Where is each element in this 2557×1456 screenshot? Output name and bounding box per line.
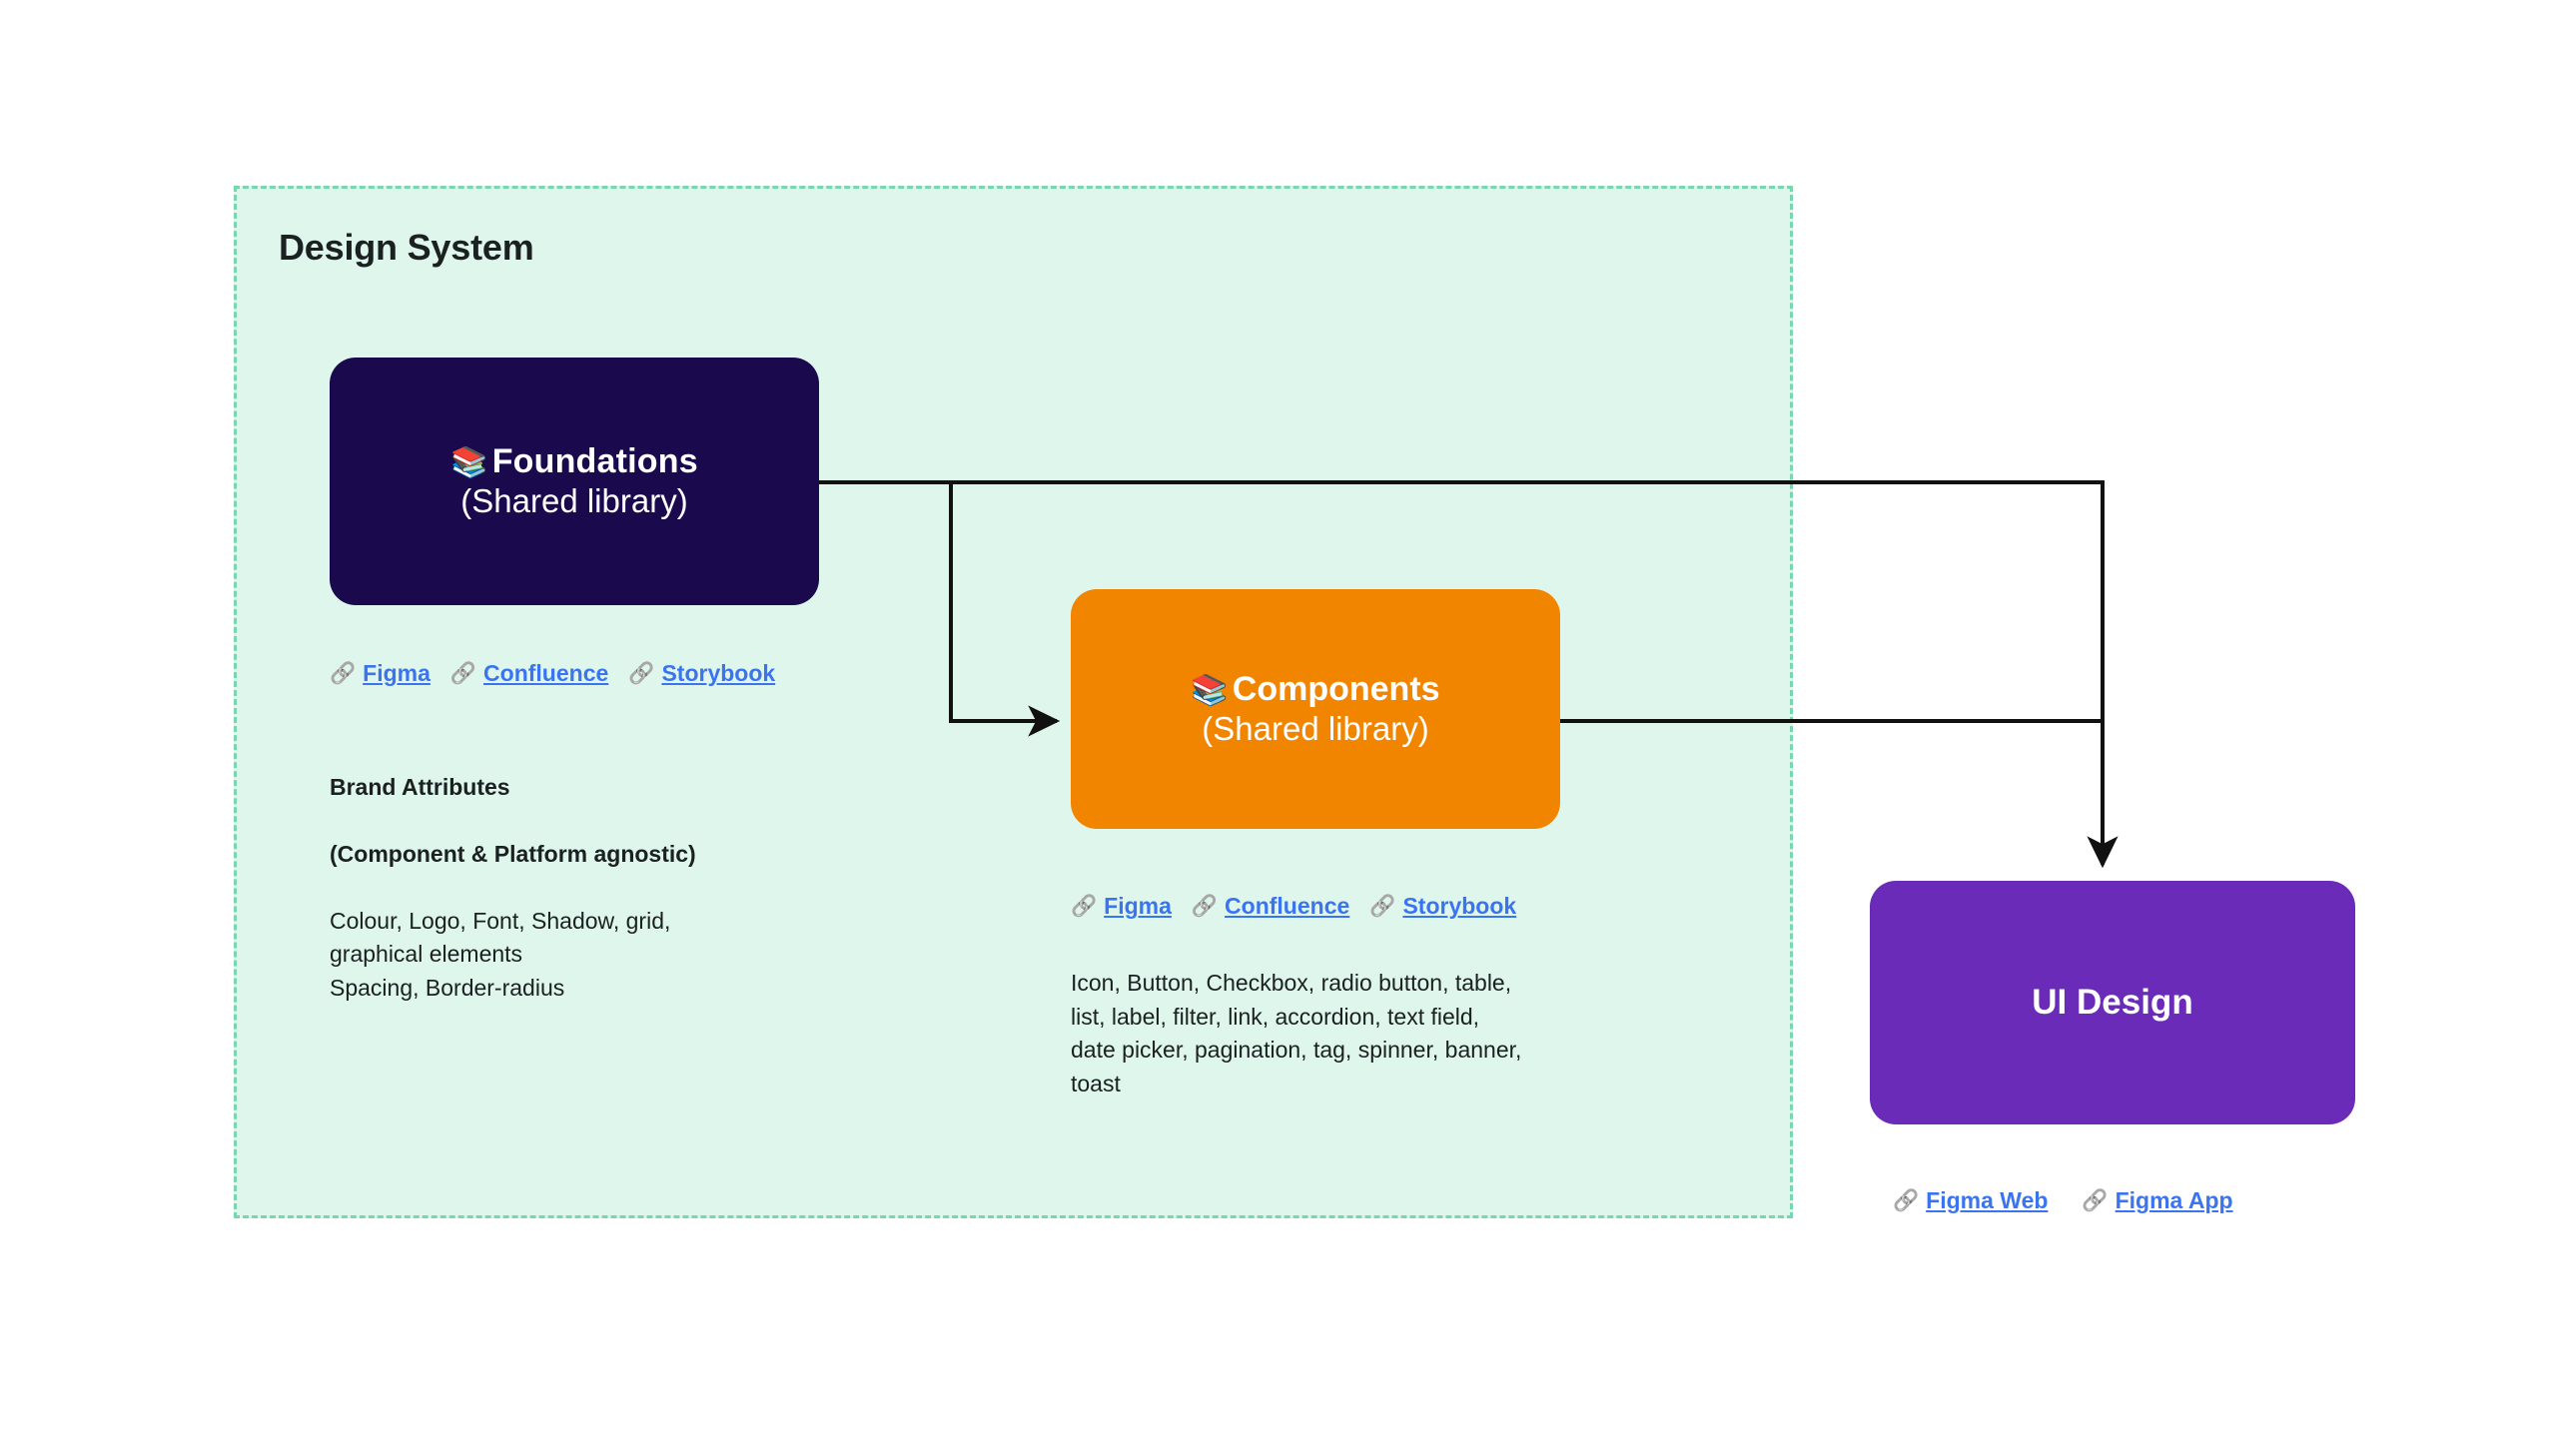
brand-attributes-subheading: (Component & Platform agnostic) [330, 840, 696, 867]
link-ui-design-figma-app[interactable]: 🔗 Figma App [2082, 1187, 2232, 1214]
link-icon: 🔗 [1191, 895, 1219, 918]
link-label: Figma [363, 660, 430, 686]
link-icon: 🔗 [330, 662, 357, 685]
link-icon: 🔗 [449, 662, 477, 685]
brand-attributes-body: Colour, Logo, Font, Shadow, grid, graphi… [330, 907, 671, 1001]
node-foundations[interactable]: 📚Foundations (Shared library) [330, 358, 819, 605]
link-foundations-confluence[interactable]: 🔗 Confluence [450, 660, 608, 687]
link-icon: 🔗 [2082, 1189, 2109, 1212]
node-foundations-title: 📚Foundations [450, 441, 698, 481]
link-label: Confluence [483, 660, 609, 686]
link-label: Storybook [1402, 893, 1517, 919]
node-components-subtitle: (Shared library) [1202, 710, 1429, 748]
components-links: 🔗 Figma 🔗 Confluence 🔗 Storybook [1071, 893, 1516, 920]
link-label: Figma App [2115, 1187, 2233, 1213]
node-ui-design[interactable]: UI Design [1870, 881, 2355, 1124]
brand-attributes-heading: Brand Attributes [330, 773, 510, 800]
link-components-storybook[interactable]: 🔗 Storybook [1369, 893, 1516, 920]
link-label: Confluence [1225, 893, 1350, 919]
node-components-label: Components [1232, 670, 1440, 709]
link-components-figma[interactable]: 🔗 Figma [1071, 893, 1172, 920]
components-description: Icon, Button, Checkbox, radio button, ta… [1071, 970, 1522, 1096]
books-icon: 📚 [450, 446, 488, 480]
link-icon: 🔗 [628, 662, 655, 685]
link-icon: 🔗 [1369, 895, 1396, 918]
link-label: Figma Web [1926, 1187, 2049, 1213]
link-label: Storybook [661, 660, 776, 686]
foundations-description: Brand Attributes (Component & Platform a… [330, 737, 759, 1005]
link-ui-design-figma-web[interactable]: 🔗 Figma Web [1893, 1187, 2048, 1214]
link-label: Figma [1104, 893, 1172, 919]
link-icon: 🔗 [1893, 1189, 1920, 1212]
node-ui-design-label: UI Design [2032, 983, 2193, 1023]
link-foundations-figma[interactable]: 🔗 Figma [330, 660, 430, 687]
node-components-title: 📚Components [1191, 669, 1439, 709]
node-components[interactable]: 📚Components (Shared library) [1071, 589, 1560, 829]
books-icon: 📚 [1191, 674, 1229, 708]
link-components-confluence[interactable]: 🔗 Confluence [1192, 893, 1349, 920]
ui-design-links: 🔗 Figma Web 🔗 Figma App [1893, 1187, 2233, 1214]
link-icon: 🔗 [1071, 895, 1098, 918]
link-foundations-storybook[interactable]: 🔗 Storybook [628, 660, 775, 687]
node-foundations-subtitle: (Shared library) [460, 482, 688, 520]
node-foundations-label: Foundations [491, 442, 698, 481]
page-title: Design System [279, 227, 534, 268]
foundations-links: 🔗 Figma 🔗 Confluence 🔗 Storybook [330, 660, 775, 687]
